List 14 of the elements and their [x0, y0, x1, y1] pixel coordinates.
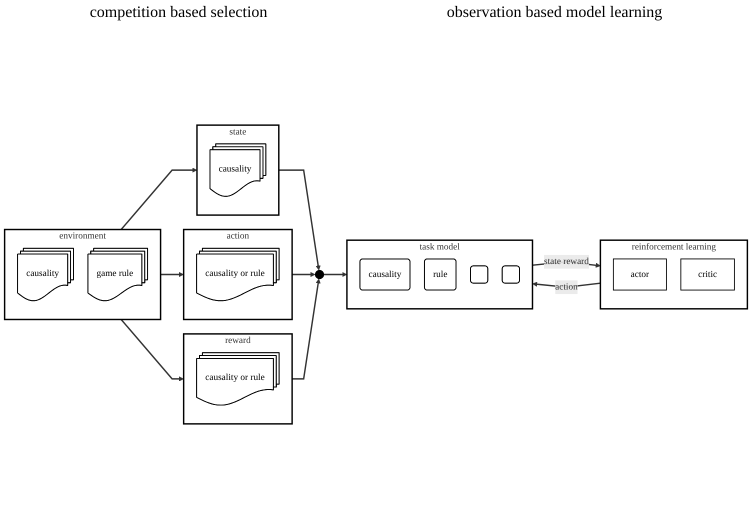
- arrow: [120, 319, 184, 382]
- arrow: [160, 272, 184, 278]
- edge-label: action: [555, 282, 578, 292]
- arrow: [292, 278, 321, 380]
- arrow: [278, 169, 321, 270]
- arrow: [292, 272, 316, 278]
- node-circle: [314, 270, 324, 280]
- arrow: [120, 168, 198, 230]
- edge-label: state reward: [544, 256, 589, 266]
- node-box: actor: [612, 258, 667, 290]
- arrow: [324, 272, 348, 278]
- note-text: observation based model learning: [446, 4, 662, 22]
- node-box: critic: [680, 258, 735, 290]
- note-text: competition based selection: [90, 4, 268, 22]
